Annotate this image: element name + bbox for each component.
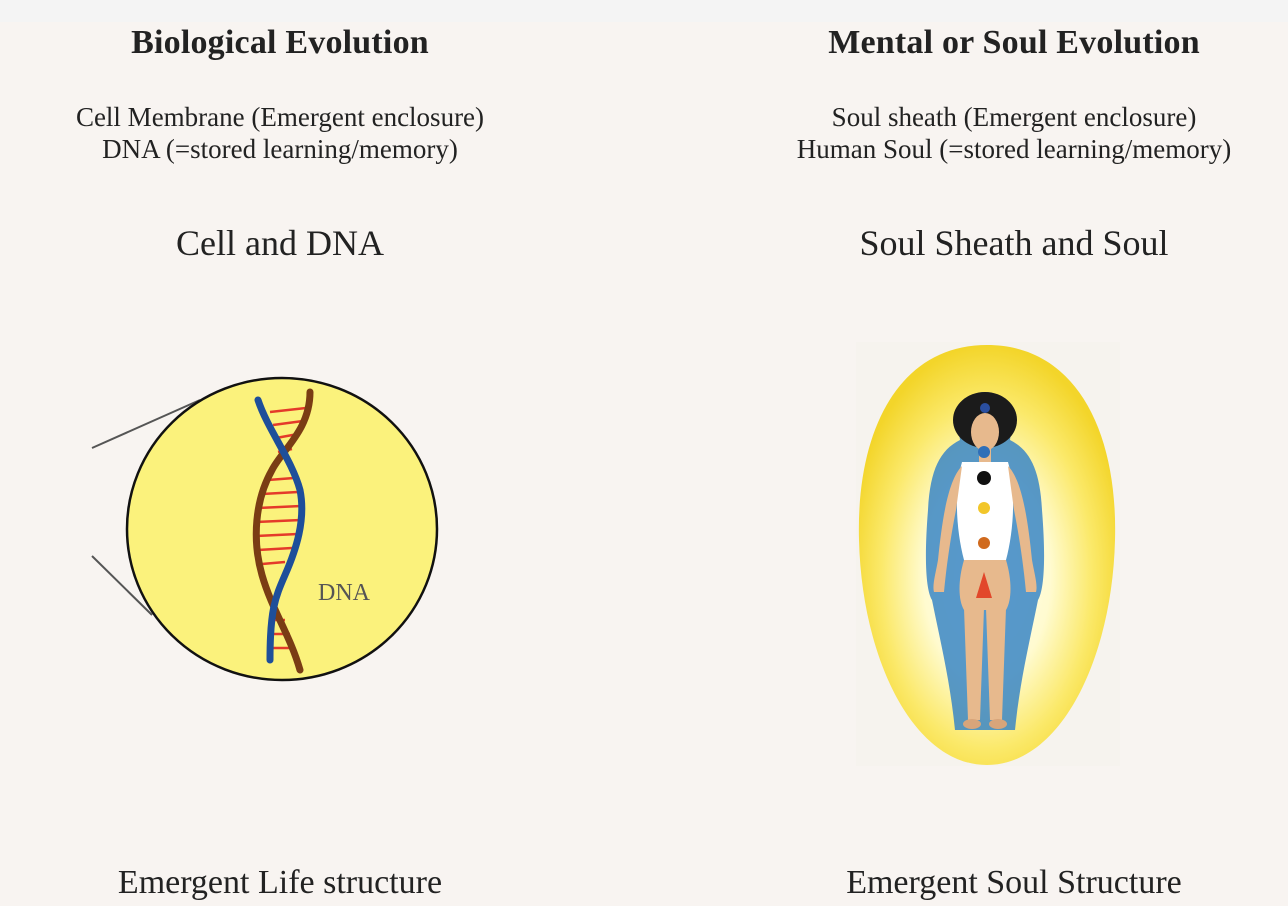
cell-dna-illustration: DNA: [86, 372, 446, 690]
soul-evolution-heading: Mental or Soul Evolution: [740, 24, 1288, 62]
solar-plexus-point: [978, 502, 990, 514]
face: [971, 413, 999, 451]
dna-label: DNA: [318, 580, 371, 606]
biological-description: Cell Membrane (Emergent enclosure) DNA (…: [0, 101, 560, 165]
cell-membrane-line: Cell Membrane (Emergent enclosure): [0, 101, 560, 133]
left-foot: [963, 719, 981, 729]
sacral-point: [978, 537, 990, 549]
human-soul-line: Human Soul (=stored learning/memory): [740, 133, 1288, 165]
right-foot: [989, 719, 1007, 729]
soul-description: Soul sheath (Emergent enclosure) Human S…: [740, 101, 1288, 165]
soul-sheath-subtitle: Soul Sheath and Soul: [740, 222, 1288, 264]
heart-point: [977, 471, 991, 485]
soul-sheath-line: Soul sheath (Emergent enclosure): [740, 101, 1288, 133]
crown-point: [980, 403, 990, 413]
dna-line: DNA (=stored learning/memory): [0, 133, 560, 165]
biological-evolution-heading: Biological Evolution: [0, 24, 560, 62]
cell-and-dna-subtitle: Cell and DNA: [0, 222, 560, 264]
emergent-soul-caption: Emergent Soul Structure: [740, 864, 1288, 902]
throat-point: [978, 446, 990, 458]
emergent-life-caption: Emergent Life structure: [0, 864, 560, 902]
soul-sheath-illustration: [852, 340, 1122, 768]
